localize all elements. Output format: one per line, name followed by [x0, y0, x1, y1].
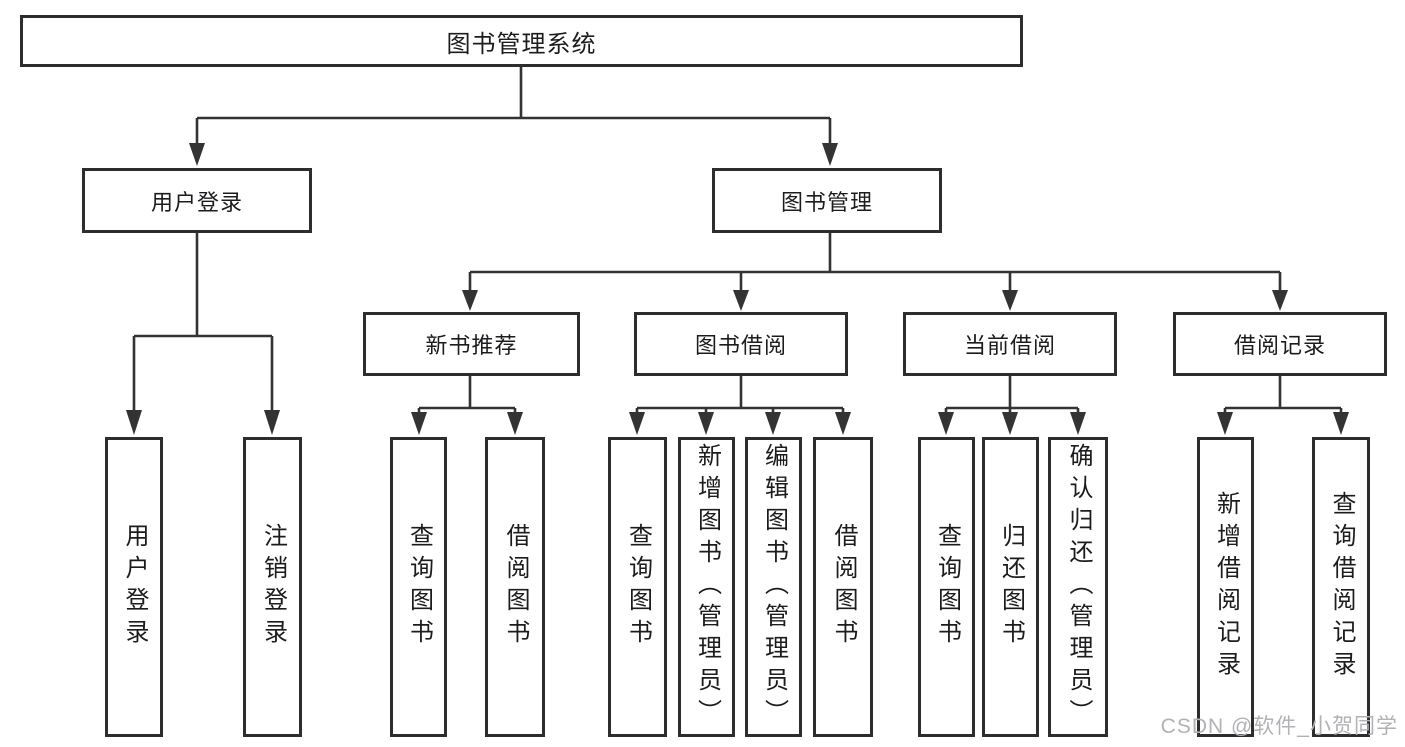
- node-root-system: 图书管理系统: [20, 15, 1023, 67]
- arrowhead: [629, 412, 645, 435]
- leaf-borrow-books-recommend: 借阅图书: [485, 437, 545, 737]
- node-book-borrow: 图书借阅: [634, 312, 848, 376]
- leaf-query-books-current: 查询图书: [918, 437, 975, 737]
- node-current-borrow: 当前借阅: [903, 312, 1117, 376]
- leaf-user-login: 用户登录: [105, 437, 163, 737]
- arrowhead: [835, 412, 851, 435]
- arrowhead: [733, 290, 749, 311]
- leaf-query-borrow-record: 查询借阅记录: [1312, 437, 1370, 737]
- leaf-add-borrow-record: 新增借阅记录: [1197, 437, 1254, 737]
- node-book-management: 图书管理: [712, 168, 942, 233]
- watermark-text: CSDN @软件_小贺同学: [1160, 715, 1398, 738]
- leaf-query-books-borrow: 查询图书: [608, 437, 667, 737]
- node-borrow-record: 借阅记录: [1173, 312, 1387, 376]
- arrowhead: [189, 143, 205, 166]
- leaf-logout: 注销登录: [243, 437, 302, 737]
- arrowhead: [938, 412, 954, 435]
- arrowhead: [462, 290, 478, 311]
- arrowhead: [1217, 412, 1233, 435]
- node-new-book-recommend: 新书推荐: [363, 312, 580, 376]
- leaf-edit-books-admin: 编辑图书（管理员）: [745, 437, 802, 737]
- arrowhead: [1070, 412, 1086, 435]
- arrowhead: [698, 412, 714, 435]
- arrowhead: [1272, 290, 1288, 311]
- arrowhead: [126, 410, 142, 435]
- leaf-borrow-books: 借阅图书: [813, 437, 873, 737]
- arrowhead: [411, 412, 427, 435]
- leaf-confirm-return-admin: 确认归还（管理员）: [1048, 437, 1108, 737]
- leaf-return-books: 归还图书: [982, 437, 1039, 737]
- arrowhead: [507, 412, 523, 435]
- arrowhead: [765, 412, 781, 435]
- arrowhead: [822, 143, 838, 166]
- arrowhead: [264, 410, 280, 435]
- leaf-query-books-recommend: 查询图书: [390, 437, 447, 737]
- arrowhead: [1002, 290, 1018, 311]
- node-user-login: 用户登录: [82, 168, 312, 233]
- arrowhead: [1333, 412, 1349, 435]
- arrowhead: [1002, 412, 1018, 435]
- leaf-add-books-admin: 新增图书（管理员）: [678, 437, 735, 737]
